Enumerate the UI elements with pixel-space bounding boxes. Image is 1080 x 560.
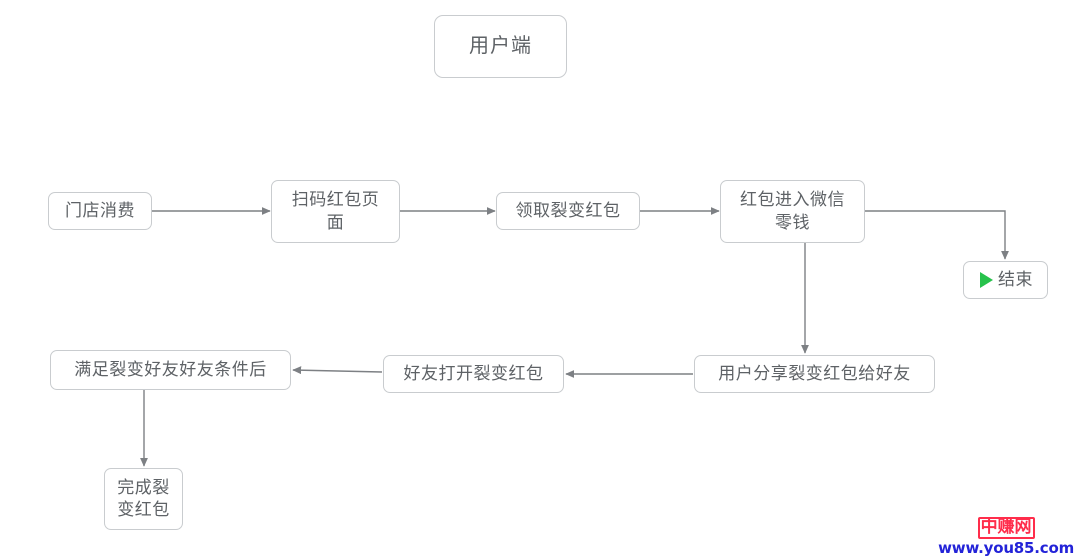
node-share-redpacket-to-friends[interactable]: 用户分享裂变红包给好友 [694, 355, 935, 393]
node-complete-fission-redpacket[interactable]: 完成裂 变红包 [104, 468, 183, 530]
play-flag-icon [980, 272, 993, 288]
diagram-title-node: 用户端 [434, 15, 567, 78]
edge-n6-n7 [292, 366, 383, 375]
node-redpacket-to-wechat-wallet[interactable]: 红包进入微信 零钱 [720, 180, 865, 243]
node-end-label: 结束 [998, 269, 1033, 289]
edge-n4-end [865, 210, 1009, 260]
node-fission-condition-met[interactable]: 满足裂变好友好友条件后 [50, 350, 291, 390]
node-store-consumption[interactable]: 门店消费 [48, 192, 152, 230]
watermark-brand: 中赚网 [977, 517, 1035, 539]
watermark: 中赚网 www.you85.com [938, 517, 1074, 556]
watermark-url: www.you85.com [938, 539, 1074, 557]
node-claim-fission-redpacket[interactable]: 领取裂变红包 [496, 192, 640, 230]
node-end[interactable]: 结束 [963, 261, 1048, 299]
node-friend-opens-redpacket[interactable]: 好友打开裂变红包 [383, 355, 564, 393]
node-scan-redpacket-page[interactable]: 扫码红包页 面 [271, 180, 400, 243]
